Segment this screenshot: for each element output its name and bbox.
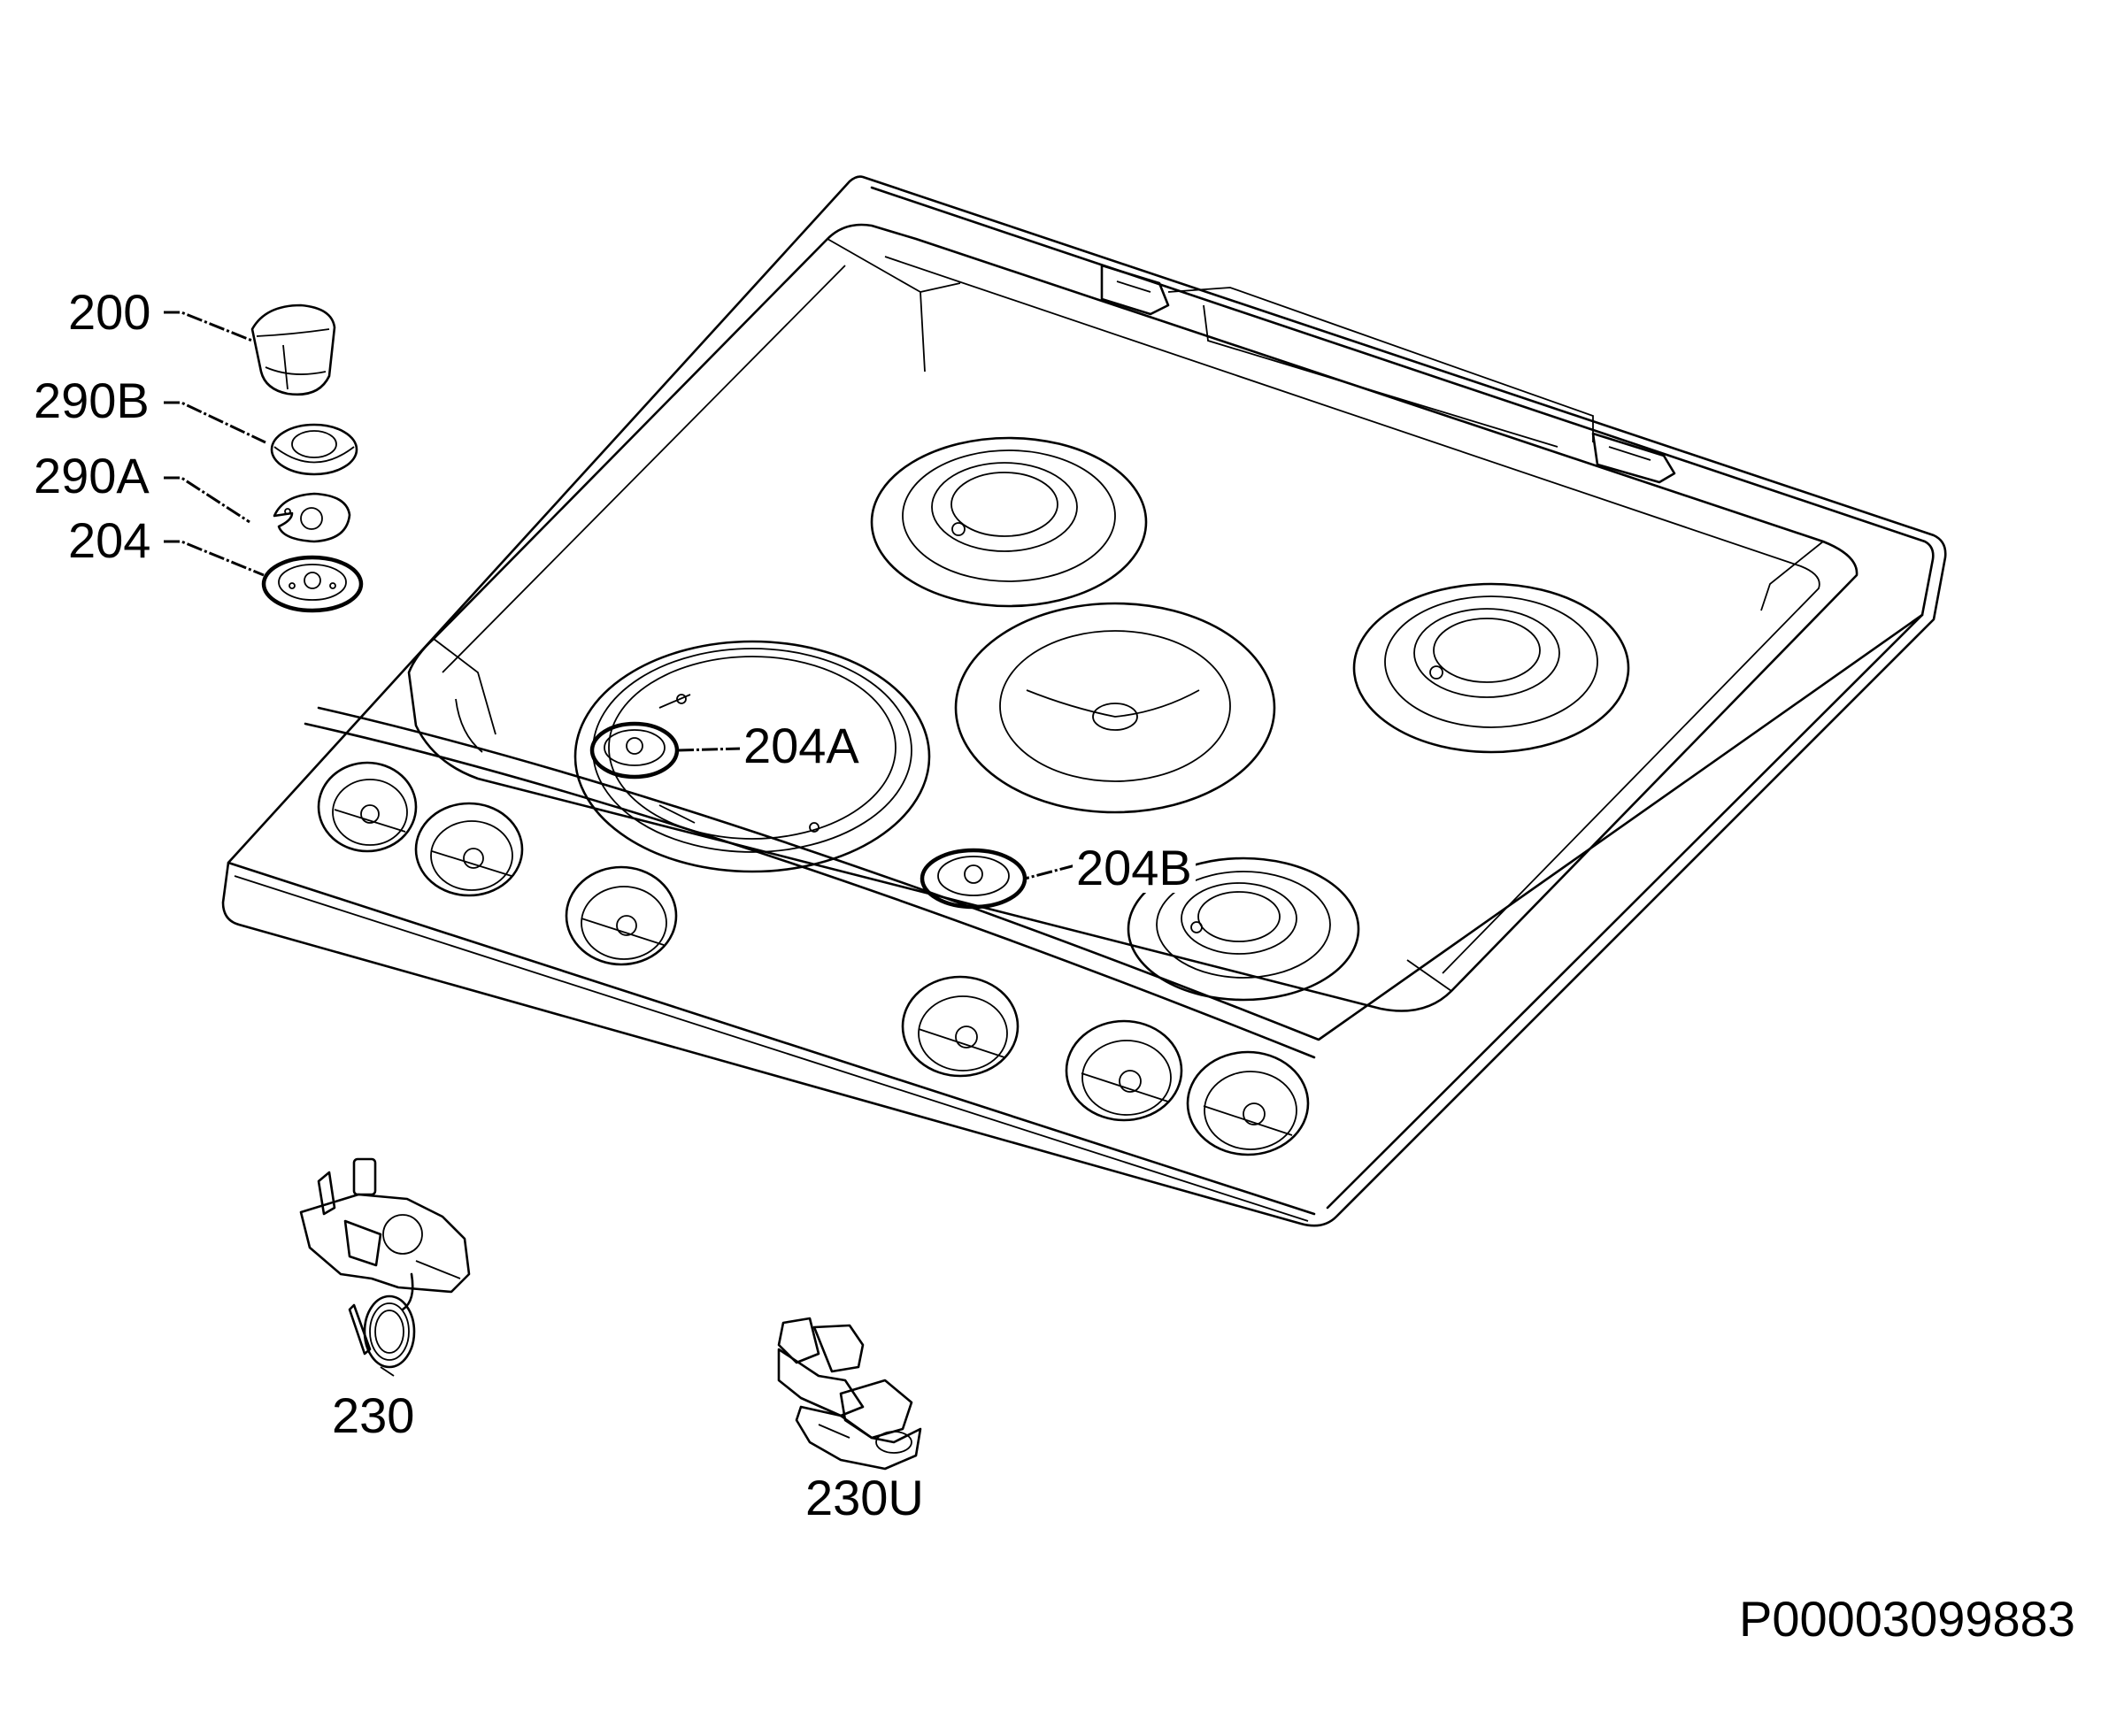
drawing-number: P00003099883 [1739,1591,2075,1647]
part-label-204b: 204B [1073,843,1196,893]
burner-front-left-large [573,640,931,873]
gas-tap-icon [299,1157,471,1377]
valve-icon [777,1317,922,1471]
part-label-290a: 290A [34,448,150,503]
bezel-icon [261,555,364,613]
part-label-204a: 204A [740,721,863,771]
knob-seat-5 [1065,1019,1183,1122]
burner-right [1352,582,1630,754]
part-label-230u: 230U [805,1470,924,1525]
knob-seat-6 [1186,1050,1310,1156]
bezel-icon [920,848,1027,910]
gasket-icon [273,492,351,543]
part-label-290b: 290B [34,373,150,428]
burner-rear-left [870,436,1148,608]
hob-top-icon [221,175,1947,1227]
part-label-204: 204 [68,512,151,568]
knob-seat-2 [414,802,524,897]
knob-seat-1 [317,761,418,853]
knob-seat-3 [565,865,678,966]
knob-seat-4 [901,975,1020,1078]
bezel-icon [589,721,680,780]
knob-icon [250,303,336,396]
part-label-200: 200 [68,284,151,340]
part-label-230: 230 [332,1387,415,1443]
ring-icon [270,423,358,476]
burner-center-plate [954,602,1276,814]
leader-lines [164,311,1076,880]
burner-front-right [1127,856,1360,1002]
